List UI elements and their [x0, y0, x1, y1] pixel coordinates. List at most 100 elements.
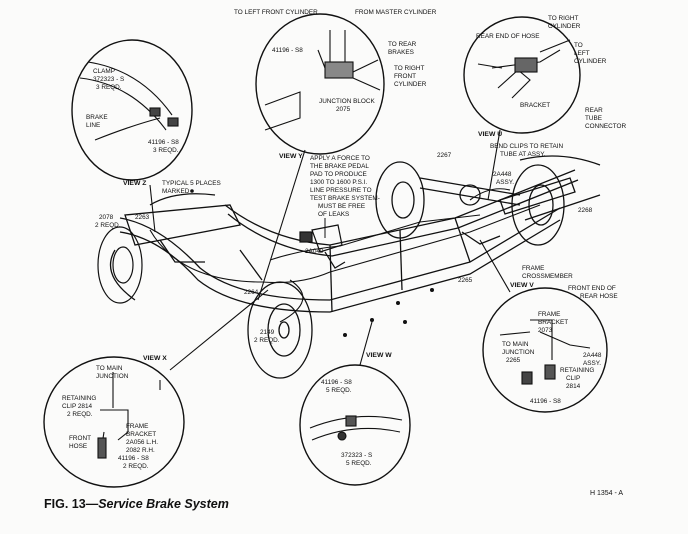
part-2078-quantity: 2 REQD.: [95, 222, 121, 229]
brake-line-label-2: LINE: [86, 122, 100, 129]
frame-crossmember-label: FRAME: [522, 265, 544, 272]
part-2a040-label: 2A040: [305, 248, 324, 255]
frame-bracket-number-rh: 2082 R.H.: [126, 447, 155, 454]
frame-bracket-number-lh: 2A056 L.H.: [126, 439, 158, 446]
part-2078-label: 2078: [99, 214, 114, 221]
to-main-junction-number-v: 2265: [506, 357, 521, 364]
rear-left-wheel: [375, 161, 425, 239]
view-x-detail: TO MAIN JUNCTION RETAINING CLIP 2814 2 R…: [43, 355, 185, 488]
pedal-note-line-4: 1300 TO 1600 P.S.I.: [310, 179, 367, 186]
part-2264-label: 2264: [244, 289, 259, 296]
frame-crossmember-label-2: CROSSMEMBER: [522, 273, 573, 280]
frame-bracket-label-2: BRACKET: [126, 431, 156, 438]
frame-bracket-label-v-2: BRACKET: [538, 319, 568, 326]
to-right-front-label: TO RIGHT: [394, 65, 425, 72]
part-41196-label-v: 41196 - S8: [530, 398, 561, 405]
typical-places-label-2: MARKED: [162, 188, 190, 195]
pedal-note-line-3: PAD TO PRODUCE: [310, 171, 367, 178]
view-u-detail: TO RIGHT CYLINDER REAR END OF HOSE TO LE…: [463, 15, 626, 138]
junction-block-number: 2075: [336, 106, 351, 113]
to-right-cylinder-label-2: CYLINDER: [548, 23, 581, 30]
pedal-note-line-8: OF LEAKS: [318, 211, 349, 218]
part-2267-label: 2267: [437, 152, 452, 159]
to-right-cylinder-label: TO RIGHT: [548, 15, 579, 22]
retaining-clip-number-v: 2814: [566, 383, 581, 390]
part-2149-quantity: 2 REQD.: [254, 337, 280, 344]
pedal-note-line-6: TEST BRAKE SYSTEM-: [310, 195, 380, 202]
clamp-part-number: 372323 - S: [93, 76, 124, 83]
front-hose-label: FRONT: [69, 435, 91, 442]
part-2a448-assy: ASSY.: [496, 179, 514, 186]
brake-pedal-assembly: [299, 224, 346, 269]
view-u-label: VIEW U: [478, 131, 502, 138]
junction-block-label: JUNCTION BLOCK: [319, 98, 375, 105]
to-main-junction-label-v: TO MAIN: [502, 341, 529, 348]
part-41196-label-w: 41196 - S8: [321, 379, 352, 386]
part-2a448-label: 2A448: [493, 171, 512, 178]
clip-markers: [343, 288, 434, 337]
pedal-note-line-1: APPLY A FORCE TO: [310, 155, 370, 162]
from-master-cylinder-label: FROM MASTER CYLINDER: [355, 9, 437, 16]
retaining-clip-label: RETAINING: [62, 395, 96, 402]
to-left-cylinder-label-3: CYLINDER: [574, 58, 607, 65]
retaining-clip-label-v: RETAINING: [560, 367, 594, 374]
view-x-label: VIEW X: [143, 355, 167, 362]
to-left-cylinder-label: TO: [574, 42, 583, 49]
part-41196-quantity-w: 5 REQD.: [326, 387, 352, 394]
part-2a448-assy-v: ASSY.: [583, 360, 601, 367]
caption-dash: —: [85, 497, 99, 511]
figure-reference: H 1354 - A: [590, 490, 624, 497]
view-y-label: VIEW Y: [279, 153, 303, 160]
part-2a448-label-v: 2A448: [583, 352, 602, 359]
retaining-clip-quantity: 2 REQD.: [67, 411, 93, 418]
part-2263-label: 2263: [135, 214, 150, 221]
to-main-junction-label-2: JUNCTION: [96, 373, 129, 380]
to-main-junction-label-v-2: JUNCTION: [502, 349, 535, 356]
retaining-clip-number: CLIP 2814: [62, 403, 93, 410]
rear-axle: [419, 177, 521, 206]
pedal-note-line-5: LINE PRESSURE TO: [310, 187, 372, 194]
frame-bracket-label-v: FRAME: [538, 311, 560, 318]
view-w-detail: 41196 - S8 5 REQD. 372323 - S 5 REQD. VI…: [299, 352, 411, 486]
typical-places-label: TYPICAL 5 PLACES: [162, 180, 221, 187]
view-v-detail: FRAME CROSSMEMBER FRONT END OF REAR HOSE…: [482, 265, 618, 413]
clamp-quantity: 3 REQD.: [96, 84, 122, 91]
typical-marker-dot: [190, 189, 194, 193]
rear-tube-connector-label-2: TUBE: [585, 115, 602, 122]
frame-bracket-number-v: 2073: [538, 327, 553, 334]
figure-title: Service Brake System: [98, 497, 229, 511]
part-41196-label: 41196 - S8: [272, 47, 303, 54]
part-41196-label-z: 41196 - S8: [148, 139, 179, 146]
pedal-note-line-7: MUST BE FREE: [318, 203, 365, 210]
to-left-cylinder-label-2: LEFT: [574, 50, 590, 57]
front-right-wheel: [97, 226, 143, 304]
pedal-note-line-2: THE BRAKE PEDAL: [310, 163, 369, 170]
bracket-label: BRACKET: [520, 102, 550, 109]
brake-line-label: BRAKE: [86, 114, 108, 121]
front-hose-label-2: HOSE: [69, 443, 87, 450]
rear-tube-connector-label: REAR: [585, 107, 603, 114]
rear-tube-connector-label-3: CONNECTOR: [585, 123, 626, 130]
to-right-front-label-3: CYLINDER: [394, 81, 427, 88]
retaining-clip-label-v-2: CLIP: [566, 375, 580, 382]
part-2268-label: 2268: [578, 207, 593, 214]
bend-clips-label: BEND CLIPS TO RETAIN: [490, 143, 564, 150]
rear-end-of-hose-label: REAR END OF HOSE: [476, 33, 540, 40]
part-372323-quantity-w: 5 REQD.: [346, 460, 372, 467]
figure-caption: FIG. 13—Service Brake System: [44, 497, 229, 511]
view-v-label: VIEW V: [510, 282, 534, 289]
to-right-front-label-2: FRONT: [394, 73, 416, 80]
frame-bracket-label: FRAME: [126, 423, 148, 430]
part-2265-label: 2265: [458, 277, 473, 284]
vehicle-frame: [109, 155, 601, 313]
part-2149-label: 2149: [260, 329, 275, 336]
front-end-rear-hose-label: FRONT END OF: [568, 285, 616, 292]
bend-clips-label-2: TUBE AT ASSY.: [500, 151, 546, 158]
to-left-front-cylinder-label: TO LEFT FRONT CYLINDER: [234, 9, 318, 16]
part-41196-label-x: 41196 - S8: [118, 455, 149, 462]
main-callouts: APPLY A FORCE TO THE BRAKE PEDAL PAD TO …: [95, 143, 593, 344]
view-w-label: VIEW W: [366, 352, 392, 359]
to-rear-brakes-label-2: BRAKES: [388, 49, 414, 56]
